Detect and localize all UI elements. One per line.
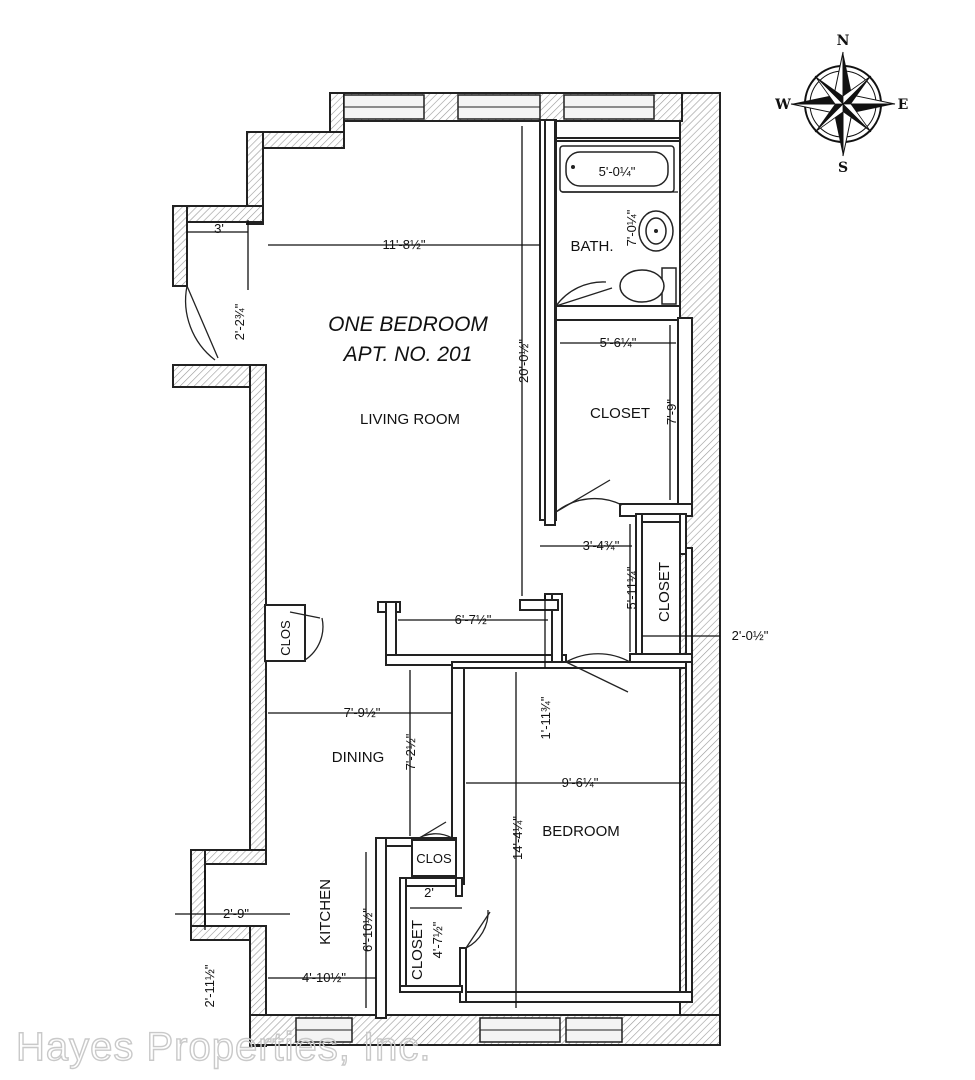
apartment-title-line2: APT. NO. 201 [342, 343, 473, 366]
room-label-bedroom: BEDROOM [542, 823, 620, 840]
dim-pantry-depth: 2'-11½" [202, 964, 217, 1007]
dim-entry-width: 3' [214, 221, 224, 236]
windows [295, 94, 655, 1043]
interior-walls [264, 119, 693, 1019]
room-label-living-room: LIVING ROOM [360, 411, 460, 428]
room-label-hall-closet: CLOSET [656, 562, 673, 622]
room-label-bath: BATH. [570, 238, 613, 255]
dimension-lines [175, 126, 720, 1008]
room-label-closet: CLOSET [590, 405, 650, 422]
dim-closet-kitchen-length: 4'-7½" [430, 921, 445, 958]
room-label-kitchen: KITCHEN [317, 879, 334, 945]
dim-pantry-width: 2'-9" [223, 906, 249, 921]
dim-hall-closet-length: 5'-11¼" [624, 566, 639, 609]
compass-s-label: S [838, 160, 848, 176]
dim-kitchen-length: 6'-10½" [360, 908, 375, 952]
dim-living-width: 11'-8½" [383, 237, 426, 252]
dim-bath-depth: 7'-0¼" [624, 209, 639, 246]
room-label-small-clos: CLOS [416, 851, 452, 866]
dim-bedroom-length: 14'-4¼" [510, 816, 525, 860]
dim-dining-width: 7'-9½" [344, 705, 381, 720]
dim-tub: 5'-0¼" [599, 164, 636, 179]
dim-closet-width: 5'-6¼" [600, 335, 637, 350]
room-label-left-clos: CLOS [278, 620, 293, 656]
room-label-dining: DINING [332, 749, 385, 766]
dim-dining-depth: 7'-2½" [403, 733, 418, 770]
dim-bed-alcove: 1'-11¾" [538, 696, 553, 739]
dim-bedroom-width: 9'-6¼" [562, 775, 599, 790]
compass-rose-icon: N S E W [774, 33, 908, 176]
dim-alcove-width: 6'-7½" [455, 612, 492, 627]
dim-closet-depth: 7'-9" [664, 399, 679, 425]
compass-n-label: N [837, 33, 850, 49]
dim-living-length: 20'-0½" [516, 339, 531, 383]
dim-hall-closet-depth: 2'-0½" [732, 628, 769, 643]
apartment-title-line1: ONE BEDROOM [328, 313, 488, 336]
dim-kitchen-width: 4'-10½" [302, 970, 346, 985]
dim-entry-depth: 2'-2¾" [232, 303, 247, 340]
watermark-text: Hayes Properties, Inc. [16, 1025, 432, 1069]
compass-w-label: W [774, 97, 791, 113]
dim-hall-width: 3'-4¾" [583, 538, 620, 553]
bath-fixtures [559, 145, 677, 305]
compass-e-label: E [898, 97, 909, 113]
dim-closet-small-width: 2' [424, 885, 434, 900]
doors [184, 281, 631, 949]
room-label-kitchen-closet: CLOSET [409, 920, 426, 980]
